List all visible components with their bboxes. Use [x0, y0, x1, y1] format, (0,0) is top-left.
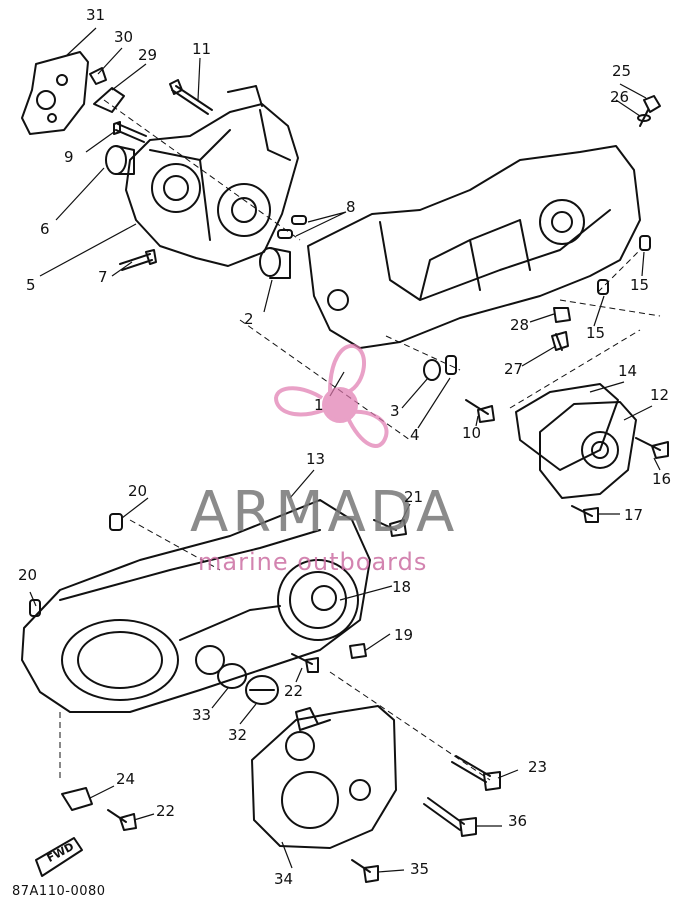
- bolt-21: [373, 519, 407, 537]
- dowel-8a: [291, 215, 307, 225]
- callout-34: 34: [274, 870, 294, 888]
- callout-20b: 20: [18, 566, 38, 584]
- callout-23: 23: [528, 758, 548, 776]
- callout-33: 33: [192, 706, 212, 724]
- bolt-9: [113, 121, 147, 143]
- callout-32: 32: [228, 726, 248, 744]
- callout-19: 19: [394, 626, 414, 644]
- bolt-36: [423, 797, 477, 837]
- bolt-17: [571, 505, 599, 523]
- callout-15b: 15: [586, 324, 606, 342]
- oring-33: [217, 663, 247, 689]
- callout-21: 21: [404, 488, 424, 506]
- dowel-8b: [277, 229, 293, 239]
- callout-30: 30: [114, 28, 134, 46]
- callout-7: 7: [98, 268, 108, 286]
- callout-17: 17: [624, 506, 644, 524]
- callout-3: 3: [390, 402, 400, 420]
- callout-36: 36: [508, 812, 528, 830]
- cap-19: [349, 643, 367, 659]
- stud-7: [119, 249, 157, 271]
- callout-26: 26: [610, 88, 630, 106]
- bolt-11: [169, 79, 213, 115]
- crankcase-cover-13: [21, 499, 371, 713]
- cover-12: [539, 401, 637, 499]
- crankcase-left: [125, 103, 299, 267]
- callout-24: 24: [116, 770, 136, 788]
- bolt-35: [351, 859, 379, 883]
- callout-18: 18: [392, 578, 412, 596]
- callout-10: 10: [462, 424, 482, 442]
- plug-28: [553, 307, 571, 323]
- bushing-6: [105, 145, 127, 175]
- bolt-22a: [291, 653, 319, 673]
- callout-13: 13: [306, 450, 326, 468]
- bolt-16: [635, 437, 669, 459]
- bolt-25: [639, 95, 661, 127]
- callout-2: 2: [244, 310, 254, 328]
- dowel-4: [445, 355, 457, 375]
- diagram-code: 87A110-0080: [12, 884, 106, 899]
- plate-gasket: [21, 51, 89, 135]
- callout-4: 4: [410, 426, 420, 444]
- dowel-20b: [29, 599, 41, 617]
- clip-29: [93, 87, 125, 113]
- plug-32: [245, 675, 279, 705]
- callout-14: 14: [618, 362, 638, 380]
- callout-22b: 22: [156, 802, 176, 820]
- callout-16: 16: [652, 470, 672, 488]
- bush-3: [423, 359, 441, 381]
- watermark-brand-name: ARMADA: [190, 480, 459, 545]
- callout-1: 1: [314, 396, 324, 414]
- callout-20a: 20: [128, 482, 148, 500]
- fwd-arrow: [35, 837, 83, 877]
- crankcase-right: [307, 145, 641, 349]
- callout-5: 5: [26, 276, 36, 294]
- cover-34: [251, 705, 397, 849]
- watermark-propeller: [273, 343, 389, 448]
- callout-29: 29: [138, 46, 158, 64]
- callout-22a: 22: [284, 682, 304, 700]
- callout-9: 9: [64, 148, 74, 166]
- gasket-14: [515, 383, 619, 471]
- callout-15a: 15: [630, 276, 650, 294]
- callout-6: 6: [40, 220, 50, 238]
- callout-28: 28: [510, 316, 530, 334]
- washer-26: [637, 114, 651, 122]
- dowel-20a: [109, 513, 123, 531]
- bolt-30: [89, 67, 107, 85]
- callout-31: 31: [86, 6, 106, 24]
- watermark-tagline: marine outboards: [198, 548, 428, 576]
- callout-12: 12: [650, 386, 670, 404]
- dowel-15a: [639, 235, 651, 251]
- callout-35: 35: [410, 860, 430, 878]
- clip-24: [61, 787, 93, 811]
- bolt-10: [465, 399, 495, 423]
- bolt-22b: [107, 809, 137, 831]
- oil-seal-18: [311, 585, 337, 611]
- bushing-2: [259, 247, 281, 277]
- callout-11: 11: [192, 40, 212, 58]
- callout-27: 27: [504, 360, 524, 378]
- callout-8: 8: [346, 198, 356, 216]
- callout-25: 25: [612, 62, 632, 80]
- bolt-23: [451, 755, 501, 791]
- dowel-15b: [597, 279, 609, 295]
- bolt-27: [551, 331, 569, 351]
